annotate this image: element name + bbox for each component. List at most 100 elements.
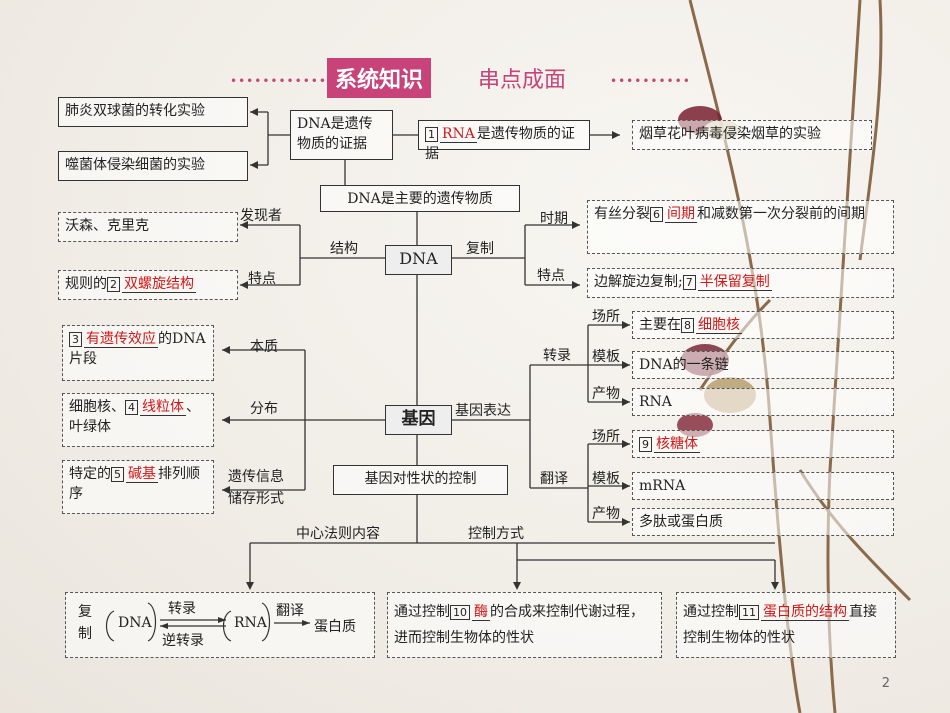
tr-site-label: 场所 <box>592 429 620 445</box>
blank-number-2: 2 <box>107 277 120 292</box>
discoverer-answer: 沃森、克里克 <box>65 218 149 234</box>
essence-post: 的DNA片段 <box>69 331 206 367</box>
info-pre: 特定的 <box>69 466 111 482</box>
answer-rna: RNA <box>440 126 477 143</box>
dogma-protein: 蛋白质 <box>314 619 356 635</box>
rep-feature-label: 特点 <box>537 268 565 284</box>
tmv-label: 烟草花叶病毒侵染烟草的实验 <box>639 126 821 142</box>
tr-product-label: 产物 <box>592 506 620 522</box>
essence-label: 本质 <box>250 339 278 355</box>
dogma-dna: DNA <box>118 615 152 631</box>
t-site-label: 场所 <box>592 309 620 325</box>
t-product-label: 产物 <box>592 386 620 402</box>
title-dots-right: •••••••••• <box>610 74 691 88</box>
tr-template-label: 模板 <box>592 471 620 487</box>
blank-number-10: 10 <box>450 605 470 620</box>
gene-control-box: 基因对性状的控制 <box>333 465 508 495</box>
rep-feature-pre: 边解旋边复制; <box>594 274 683 290</box>
dna-node: DNA <box>385 245 452 275</box>
blank-number-11: 11 <box>739 605 759 620</box>
t-product-box: RNA <box>632 388 894 416</box>
central-dogma-box: 复制 DNA 转录 逆转录 RNA 翻译 蛋白质 <box>65 592 375 658</box>
dna-evidence-box: DNA是遗传物质的证据 <box>290 110 393 160</box>
central-dogma-label: 中心法则内容 <box>296 526 380 542</box>
period-post: 和减数第一次分裂前的间期 <box>697 206 865 222</box>
main-material-label: DNA是主要的遗传物质 <box>347 191 493 207</box>
period-label: 时期 <box>540 211 568 227</box>
t-product-answer: RNA <box>639 394 672 410</box>
blank-number-5: 5 <box>111 467 124 482</box>
t-template-answer: DNA的一条链 <box>639 357 729 373</box>
phage-experiment-box: 噬菌体侵染细菌的实验 <box>58 151 248 181</box>
distribution-label: 分布 <box>250 401 278 417</box>
discoverer-label: 发现者 <box>240 208 282 224</box>
griffith-experiment-box: 肺炎双球菌的转化实验 <box>58 97 248 127</box>
discoverer-box: 沃森、克里克 <box>58 212 238 242</box>
structure-label: 结构 <box>330 241 358 257</box>
title-sub: 串点成面 <box>478 68 567 93</box>
blank-number-6: 6 <box>650 207 663 222</box>
t-site-pre: 主要在 <box>639 317 681 333</box>
replication-label: 复制 <box>466 241 494 257</box>
info-post: 排列顺序 <box>69 466 200 502</box>
answer-nucleus: 细胞核 <box>696 317 742 334</box>
direct-post: 直接控制生物体的性状 <box>683 604 877 646</box>
blank-number-4: 4 <box>125 400 138 415</box>
indirect-pre: 通过控制 <box>394 604 450 620</box>
blank-number-1: 1 <box>425 127 438 142</box>
direct-pre: 通过控制 <box>683 604 739 620</box>
transcription-label: 转录 <box>543 348 571 364</box>
page-number: 2 <box>881 676 890 691</box>
blank-number-9: 9 <box>639 437 652 452</box>
dogma-reverse: 逆转录 <box>162 633 204 649</box>
tmv-experiment-box: 烟草花叶病毒侵染烟草的实验 <box>632 120 872 150</box>
dogma-replication-label: 复制 <box>78 604 92 642</box>
dogma-arrows <box>105 602 310 642</box>
tr-template-answer: mRNA <box>639 478 686 494</box>
gene-node-label: 基因 <box>401 409 436 429</box>
main-material-box: DNA是主要的遗传物质 <box>320 185 520 212</box>
answer-bases: 碱基 <box>126 466 158 483</box>
tr-product-box: 多肽或蛋白质 <box>632 508 894 536</box>
answer-protein-structure: 蛋白质的结构 <box>761 604 849 621</box>
t-template-box: DNA的一条链 <box>632 351 894 379</box>
tr-product-answer: 多肽或蛋白质 <box>639 514 723 530</box>
feature-label: 特点 <box>248 271 276 287</box>
control-way-label: 控制方式 <box>468 526 524 542</box>
gene-expression-label: 基因表达 <box>455 403 511 419</box>
indirect-post: 的合成来控制代谢过程，进而控制生物体的性状 <box>394 604 644 646</box>
gene-node: 基因 <box>385 405 452 435</box>
distribution-post: 、叶绿体 <box>69 399 200 435</box>
answer-semiconservative: 半保留复制 <box>697 274 772 291</box>
answer-mitochondria: 线粒体 <box>140 399 186 416</box>
answer-genetic-effect: 有遗传效应 <box>84 331 158 348</box>
dna-evidence-label: DNA是遗传物质的证据 <box>297 116 373 152</box>
dogma-rna: RNA <box>234 615 267 631</box>
dogma-transcribe: 转录 <box>168 601 196 617</box>
blank-number-8: 8 <box>681 318 694 333</box>
answer-double-helix: 双螺旋结构 <box>122 276 196 293</box>
title-dots-left: •••••••••••• <box>230 74 327 88</box>
answer-enzyme: 酶 <box>472 604 490 621</box>
info-storage-label: 遗传信息储存形式 <box>228 469 284 507</box>
tr-template-box: mRNA <box>632 472 894 500</box>
distribution-pre: 细胞核、 <box>69 399 125 415</box>
phage-label: 噬菌体侵染细菌的实验 <box>65 157 205 173</box>
gene-control-label: 基因对性状的控制 <box>364 471 477 487</box>
title-main: 系统知识 <box>327 58 432 98</box>
period-pre: 有丝分裂 <box>594 206 650 222</box>
griffith-label: 肺炎双球菌的转化实验 <box>65 103 205 119</box>
dna-node-label: DNA <box>399 249 438 268</box>
t-template-label: 模板 <box>592 349 620 365</box>
rna-evidence-label: 是遗传物质的证据 <box>425 126 575 162</box>
